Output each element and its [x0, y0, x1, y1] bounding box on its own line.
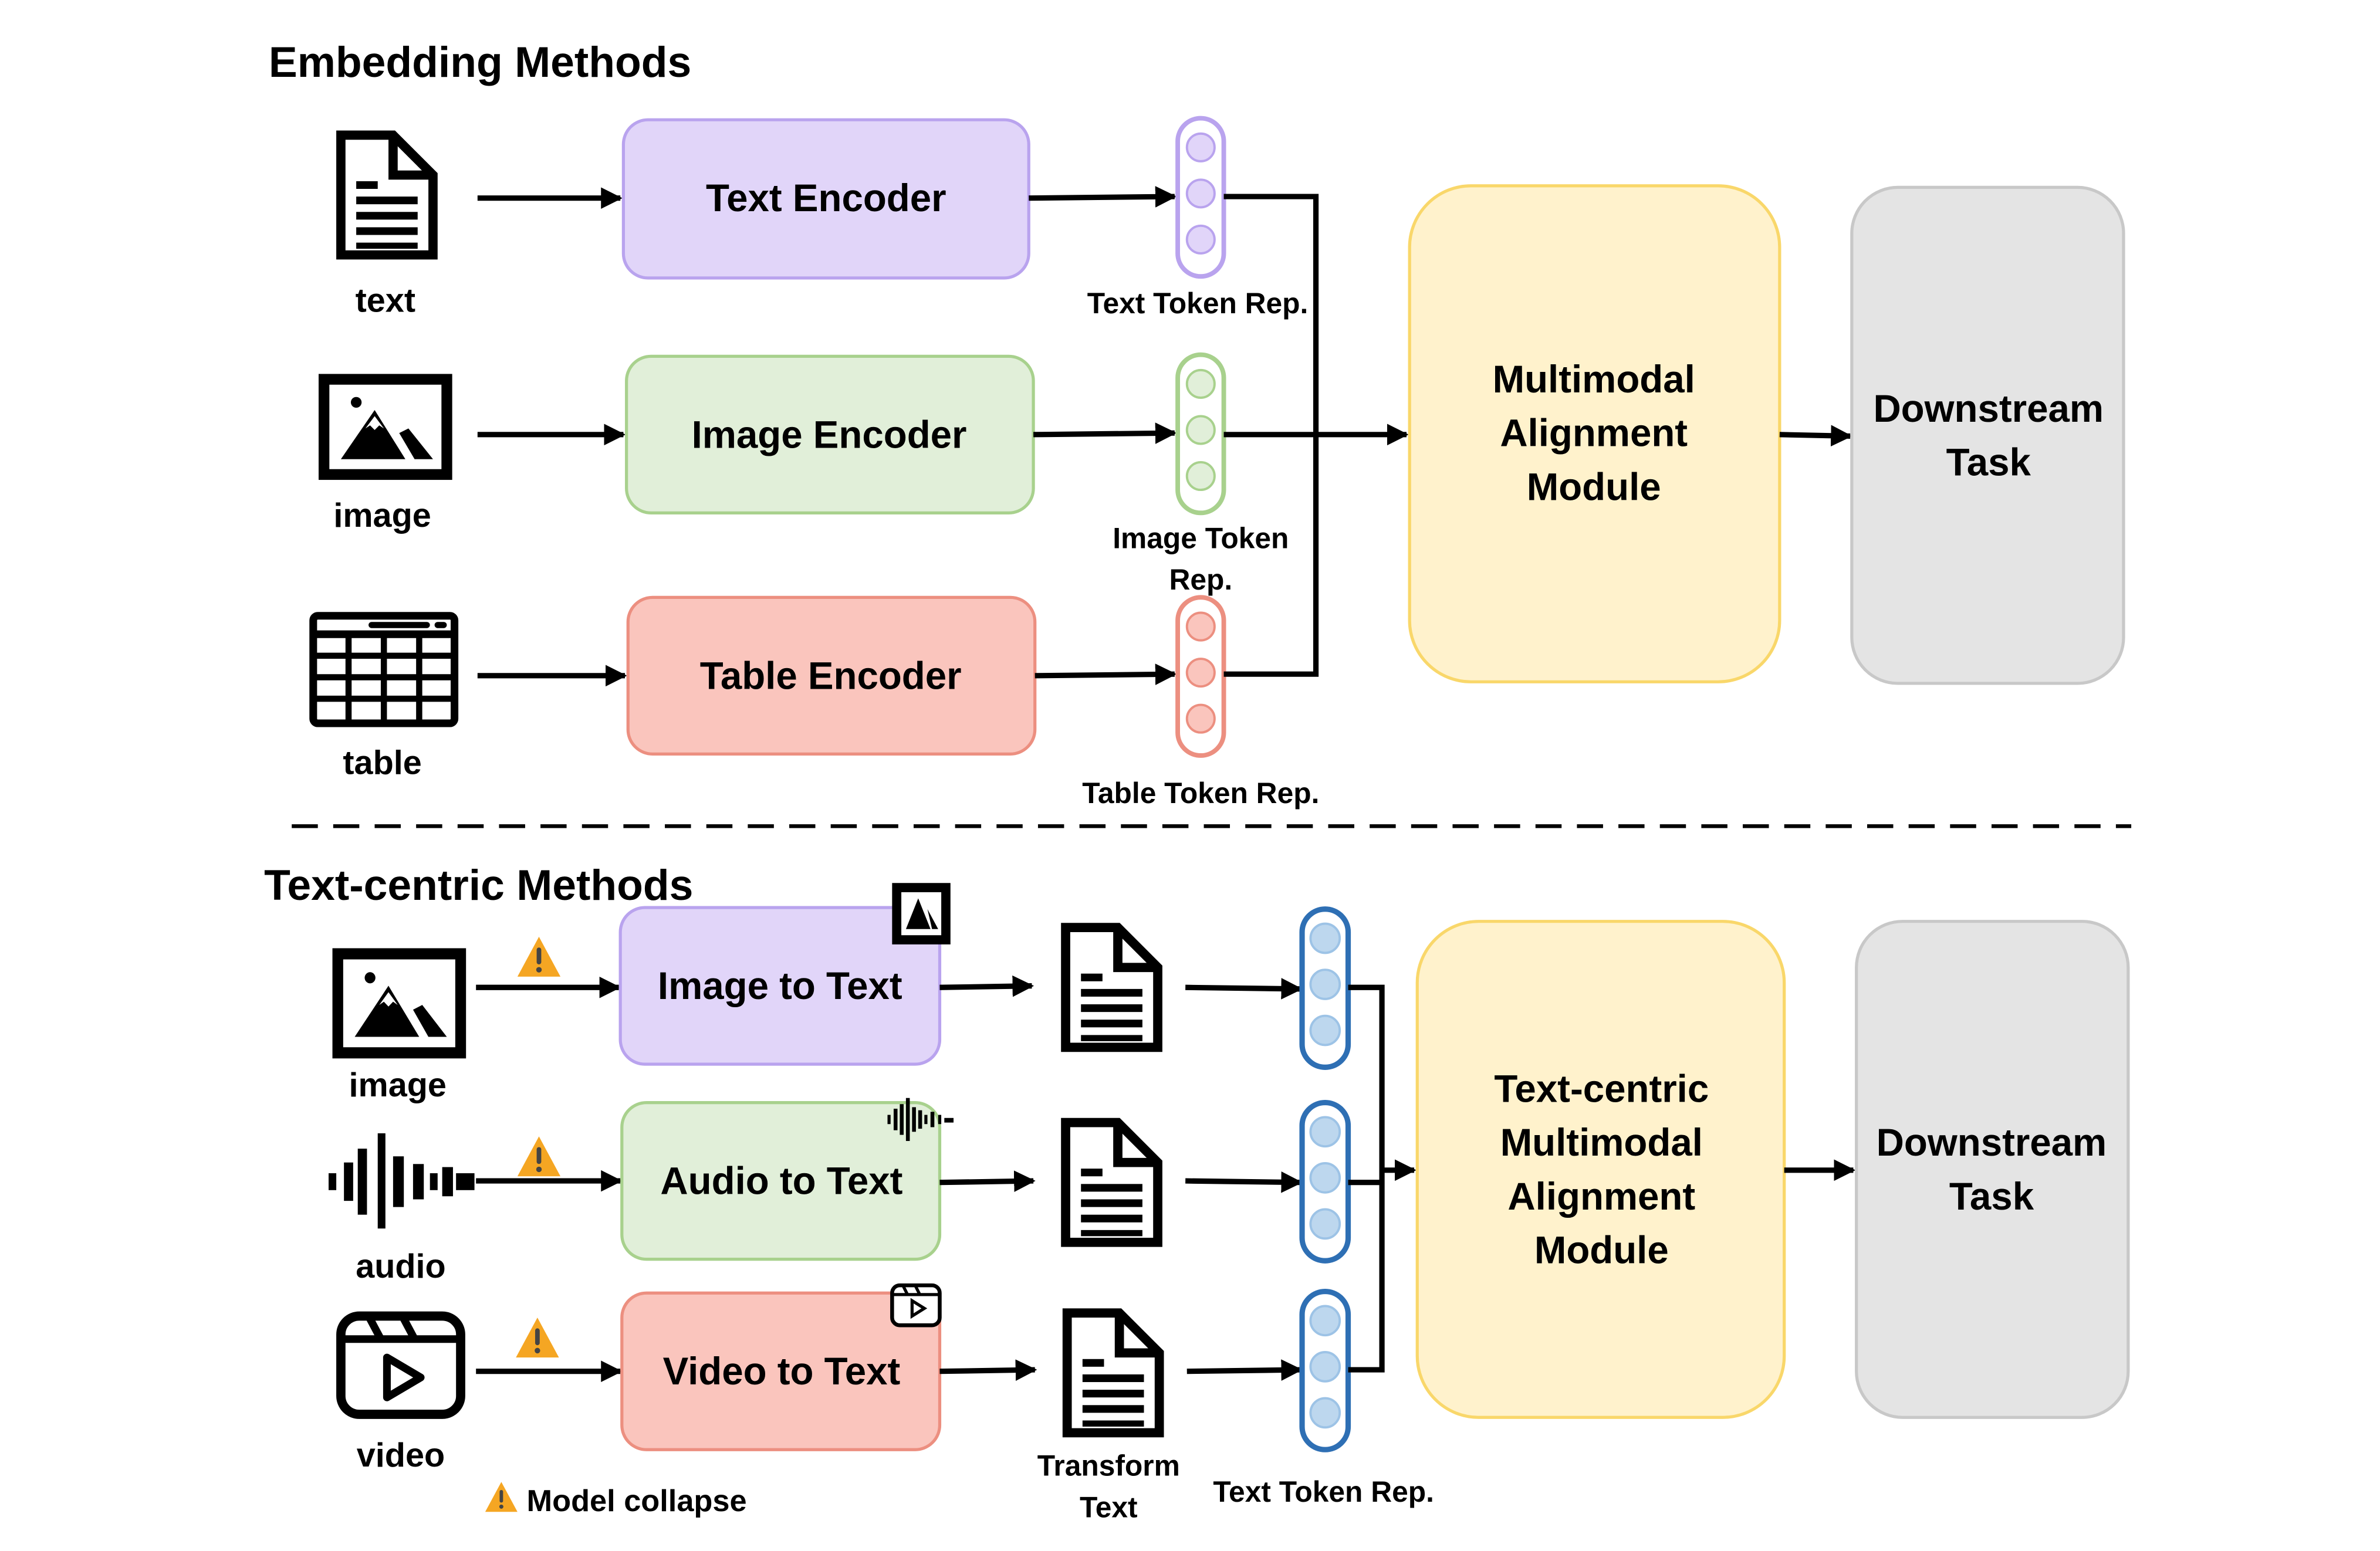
downstream-task-box: Downstream Task — [1855, 920, 2130, 1419]
text-token-rep — [1299, 1289, 1351, 1452]
downstream-task-box: Downstream Task — [1850, 185, 2125, 685]
downstream-label-line2: Task — [1949, 1175, 2034, 1218]
text-encoder-box: Text Encoder — [621, 118, 1030, 280]
downstream-label-line1: Downstream — [1877, 1121, 2107, 1164]
image-to-text-box: Image to Text — [618, 906, 942, 1066]
image-input-label: image — [349, 1066, 447, 1104]
text-token-rep — [1299, 1100, 1351, 1264]
image-encoder-label: Image Encoder — [692, 413, 967, 456]
audio-waveform-icon — [328, 1133, 475, 1229]
transform-text-label-line1: Transform — [1037, 1450, 1180, 1482]
alignment-label-line3: Module — [1527, 465, 1661, 508]
transform-text-document-icon — [1066, 927, 1158, 1047]
arrow-converter-to-text-2 — [939, 1170, 1036, 1192]
image-to-text-label: Image to Text — [658, 964, 902, 1007]
image-token-rep-label-line2: Rep. — [1169, 563, 1232, 596]
warning-icon — [517, 1136, 561, 1177]
table-encoder-box: Table Encoder — [626, 595, 1037, 756]
alignment-label-line1: Text-centric — [1494, 1068, 1709, 1110]
transform-text-label-line2: Text — [1080, 1491, 1138, 1523]
video-clapper-icon — [336, 1311, 465, 1419]
video-to-text-box: Video to Text — [620, 1291, 942, 1451]
text-input-icon — [341, 135, 433, 255]
table-input-icon — [309, 612, 459, 727]
alignment-label-line3: Alignment — [1507, 1175, 1695, 1218]
text-encoder-label: Text Encoder — [706, 177, 946, 219]
alignment-label-line2: Multimodal — [1500, 1121, 1703, 1164]
warning-legend-icon — [485, 1482, 518, 1512]
audio-input-label: audio — [356, 1248, 446, 1285]
arrow-alignment-to-downstream — [1779, 425, 1852, 447]
image-encoder-box: Image Encoder — [625, 354, 1035, 514]
table-token-rep — [1175, 595, 1226, 758]
text-centric-methods-title: Text-centric Methods — [264, 861, 693, 909]
arrow-text-encoder-to-tokens — [1029, 186, 1177, 208]
arrow-text-to-tokens-1 — [1185, 978, 1303, 1000]
text-centric-alignment-module: Text-centric Multimodal Alignment Module — [1415, 920, 1786, 1419]
text-token-rep — [1299, 906, 1351, 1070]
image-input-label: image — [333, 497, 431, 534]
downstream-label-line2: Task — [1946, 441, 2031, 483]
alignment-label-line1: Multimodal — [1493, 358, 1695, 401]
arrow-table-encoder-to-tokens — [1035, 663, 1177, 685]
video-input-label: video — [357, 1437, 445, 1474]
warning-icon — [517, 936, 561, 977]
table-input-label: table — [343, 744, 421, 781]
token-merge-connector — [1348, 984, 1385, 1373]
transform-text-document-icon — [1066, 1123, 1158, 1242]
arrow-text-to-tokens-2 — [1185, 1171, 1303, 1193]
alignment-label-line2: Alignment — [1500, 412, 1688, 455]
image-input-icon — [324, 380, 447, 475]
model-collapse-legend-label: Model collapse — [527, 1484, 747, 1518]
arrow-converter-to-text-1 — [939, 975, 1035, 997]
alignment-label-line4: Module — [1534, 1228, 1669, 1271]
multimodal-alignment-module: Multimodal Alignment Module — [1408, 184, 1781, 683]
downstream-label-line1: Downstream — [1873, 387, 2104, 430]
transform-text-document-icon — [1067, 1313, 1159, 1433]
audio-badge-icon — [887, 1098, 954, 1142]
text-input-label: text — [356, 282, 415, 319]
video-badge-icon — [890, 1283, 942, 1328]
table-encoder-label: Table Encoder — [700, 654, 962, 697]
arrow-text-to-tokens-3 — [1186, 1359, 1303, 1381]
image-token-rep-label-line1: Image Token — [1113, 522, 1289, 555]
arrow-converter-to-text-3 — [939, 1359, 1037, 1381]
text-token-rep — [1175, 116, 1226, 279]
image-token-rep — [1175, 352, 1226, 516]
warning-icon — [516, 1318, 559, 1358]
text-token-rep-label: Text Token Rep. — [1213, 1475, 1434, 1508]
embedding-methods-title: Embedding Methods — [269, 38, 691, 86]
text-token-rep-label: Text Token Rep. — [1087, 287, 1309, 320]
arrow-image-encoder-to-tokens — [1033, 422, 1177, 444]
audio-to-text-box: Audio to Text — [620, 1100, 942, 1261]
video-to-text-label: Video to Text — [663, 1350, 901, 1393]
audio-to-text-label: Audio to Text — [660, 1160, 902, 1203]
table-token-rep-label: Table Token Rep. — [1082, 777, 1319, 810]
image-input-icon — [338, 954, 461, 1053]
image-badge-icon — [892, 883, 951, 944]
